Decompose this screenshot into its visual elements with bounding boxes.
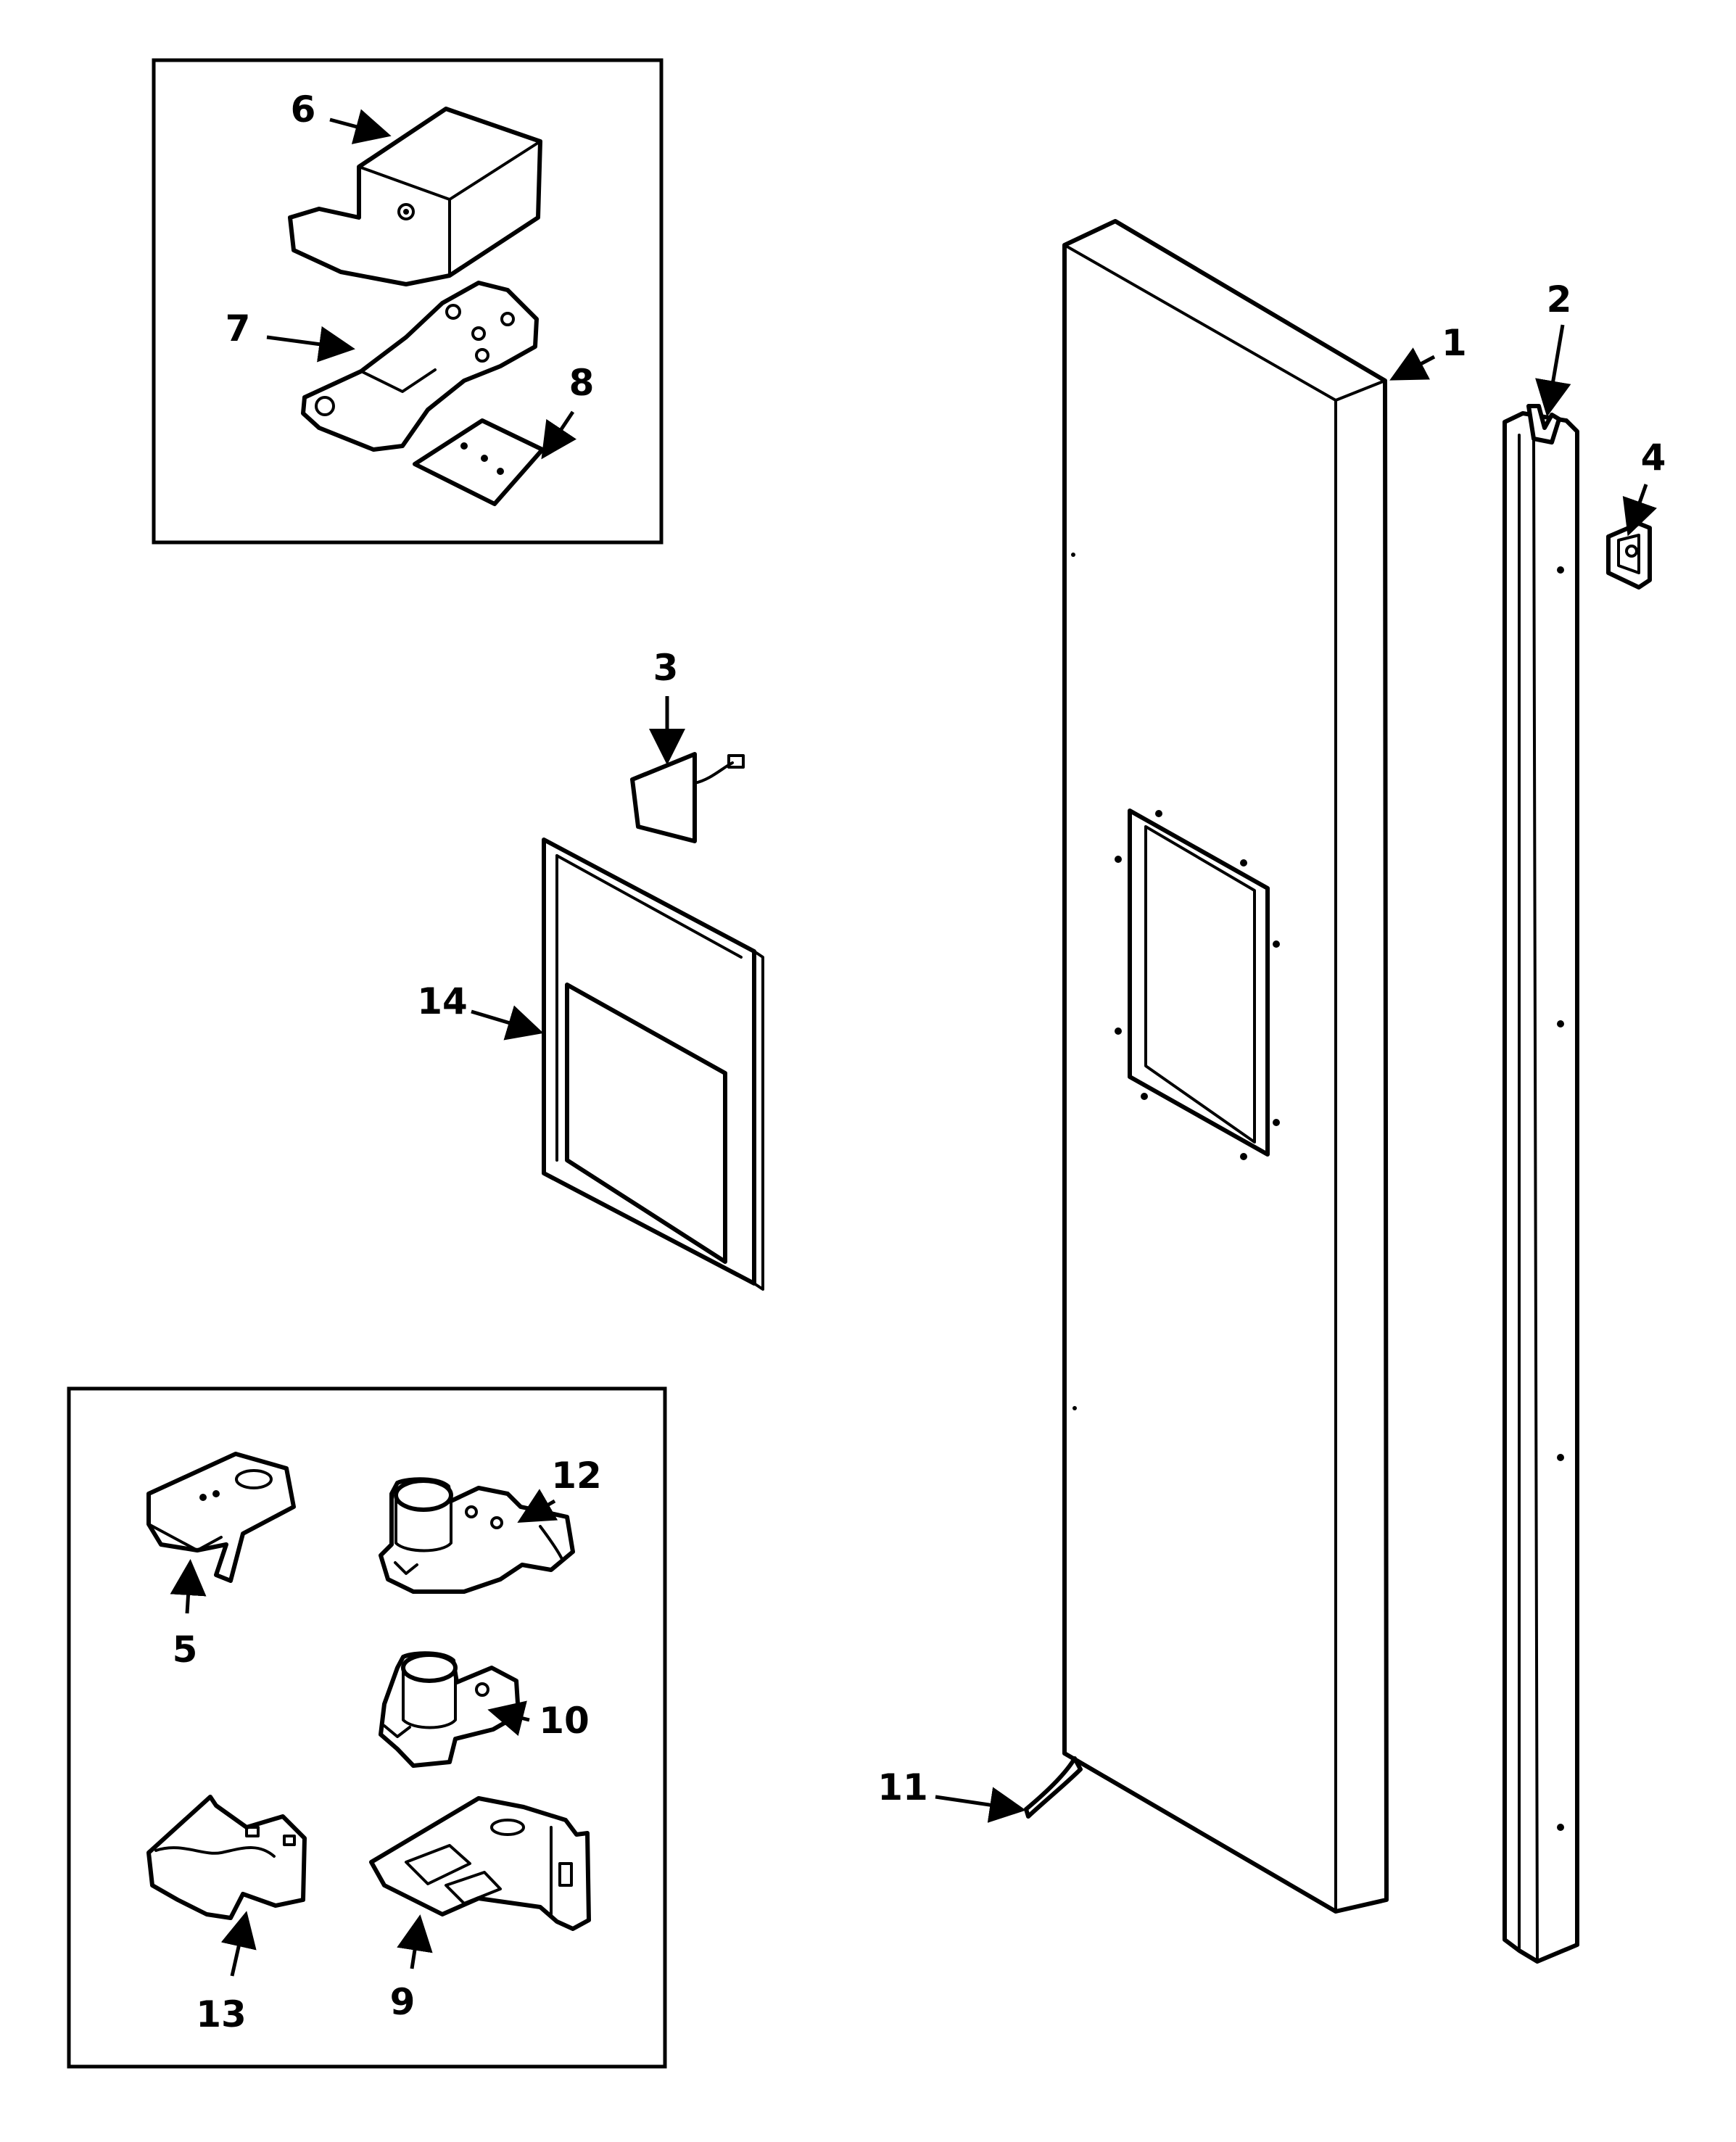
- lower-hinge-bracket-part: [369, 1796, 591, 1931]
- leader-2: [1535, 324, 1571, 417]
- handle-clip-part: [1606, 521, 1652, 590]
- inset-box-bottom: [67, 1386, 667, 2069]
- freezer-door-part: [1062, 219, 1389, 1914]
- callout-3: 3: [653, 647, 679, 689]
- hinge-plate-part: [301, 281, 539, 452]
- leader-7: [266, 326, 355, 363]
- wire-harness-part: [1024, 1756, 1083, 1819]
- callout-8: 8: [569, 362, 595, 404]
- callout-5: 5: [173, 1629, 198, 1671]
- callout-2: 2: [1547, 278, 1572, 321]
- lower-hinge-pin-part: [379, 1651, 521, 1768]
- callout-1: 1: [1442, 322, 1467, 364]
- bracket-part: [146, 1452, 296, 1583]
- callout-12: 12: [551, 1455, 602, 1497]
- leader-9: [397, 1914, 433, 1969]
- callout-7: 7: [226, 307, 251, 350]
- callout-11: 11: [877, 1766, 928, 1808]
- leader-6: [329, 109, 392, 144]
- leader-5: [170, 1559, 207, 1614]
- leader-12: [517, 1489, 558, 1523]
- leader-4: [1622, 484, 1657, 537]
- callout-4: 4: [1641, 437, 1666, 479]
- door-handle-part: [1503, 404, 1579, 1964]
- dispenser-switch-part: [630, 752, 745, 843]
- callout-9: 9: [390, 1981, 416, 2023]
- callout-6: 6: [291, 88, 316, 131]
- hinge-cover-part: [288, 107, 542, 286]
- dispenser-trim-part: [542, 838, 764, 1291]
- leader-8: [541, 410, 576, 460]
- upper-hinge-pin-part: [379, 1477, 575, 1594]
- inset-box-top: [152, 58, 664, 545]
- callout-14: 14: [417, 980, 468, 1022]
- callout-10: 10: [539, 1700, 590, 1742]
- leader-14: [471, 1005, 544, 1041]
- leader-11: [935, 1787, 1026, 1823]
- leader-1: [1389, 347, 1436, 381]
- hinge-shim-part: [413, 418, 545, 506]
- leader-13: [220, 1911, 257, 1977]
- callout-13: 13: [196, 1993, 247, 2035]
- leader-10: [487, 1700, 530, 1736]
- lower-hinge-cover-part: [146, 1795, 307, 1920]
